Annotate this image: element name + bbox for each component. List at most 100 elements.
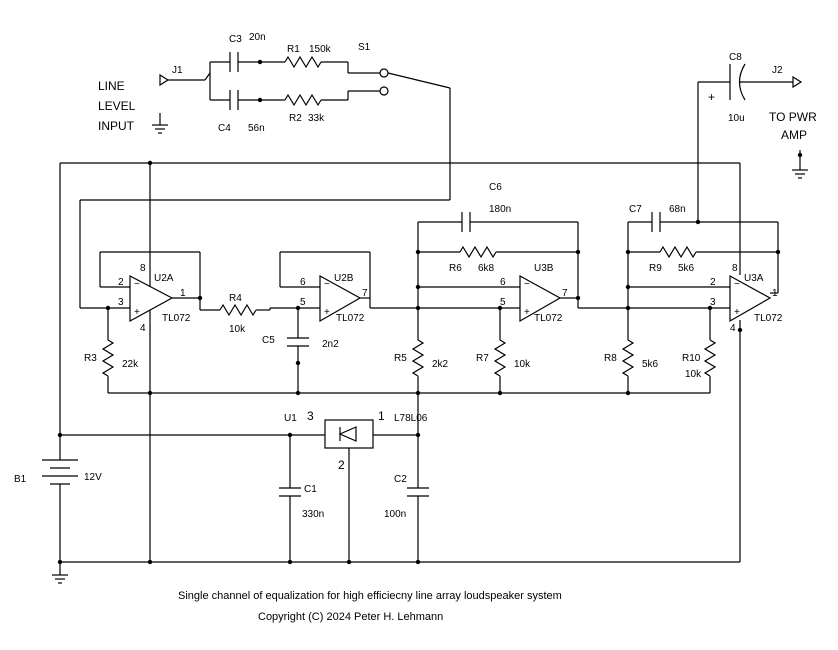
svg-text:+: + xyxy=(324,307,330,318)
label-r5-value: 2k2 xyxy=(432,359,449,370)
opamp-u3a: − + xyxy=(729,274,772,323)
label-c1: C1 xyxy=(304,484,317,495)
opamp-u2a: − + xyxy=(129,275,174,323)
capacitor-c7 xyxy=(651,212,661,232)
label-u1: U1 xyxy=(284,413,297,424)
label-c8: C8 xyxy=(729,52,742,63)
pin-u2a-2: 2 xyxy=(118,277,124,288)
label-amp: AMP xyxy=(781,128,807,142)
capacitor-c1 xyxy=(279,487,301,497)
label-r6: R6 xyxy=(449,263,462,274)
label-u2b-part: TL072 xyxy=(336,313,365,324)
label-r3-value: 22k xyxy=(122,359,139,370)
label-r1: R1 xyxy=(287,44,300,55)
resistor-r1 xyxy=(284,55,322,69)
label-input: INPUT xyxy=(98,119,135,133)
label-r2: R2 xyxy=(289,113,302,124)
svg-text:+: + xyxy=(134,307,140,318)
pin-u3a-3: 3 xyxy=(710,297,716,308)
pin-u2b-5: 5 xyxy=(300,297,306,308)
label-r10-value: 10k xyxy=(685,369,702,380)
svg-text:−: − xyxy=(734,279,740,290)
label-r4-value: 10k xyxy=(229,324,246,335)
resistor-r8 xyxy=(621,339,635,377)
label-c7: C7 xyxy=(629,204,642,215)
svg-text:+: + xyxy=(524,307,530,318)
label-r4: R4 xyxy=(229,293,242,304)
label-level: LEVEL xyxy=(98,99,136,113)
regulator-u1 xyxy=(324,419,374,449)
input-jack-j1 xyxy=(159,72,211,87)
label-c2: C2 xyxy=(394,474,407,485)
label-r9-value: 5k6 xyxy=(678,263,695,274)
label-c5-value: 2n2 xyxy=(322,339,339,350)
pin-u3b-7: 7 xyxy=(562,288,568,299)
label-r10: R10 xyxy=(682,353,701,364)
capacitor-c5 xyxy=(287,337,309,347)
pin-u3b-6: 6 xyxy=(500,277,506,288)
label-j2: J2 xyxy=(772,65,783,76)
label-b1: B1 xyxy=(14,474,27,485)
svg-text:+: + xyxy=(734,307,740,318)
pin-u3b-5: 5 xyxy=(500,297,506,308)
pin-u3a-1: 1 xyxy=(772,288,778,299)
label-s1: S1 xyxy=(358,42,371,53)
label-b1-value: 12V xyxy=(84,472,102,483)
pin-u3a-8: 8 xyxy=(732,263,738,274)
label-u3b-part: TL072 xyxy=(534,313,563,324)
resistor-r2 xyxy=(284,93,322,107)
resistor-r10 xyxy=(703,339,717,377)
pin-u3a-2: 2 xyxy=(710,277,716,288)
label-r1-value: 150k xyxy=(309,44,332,55)
label-c6: C6 xyxy=(489,182,502,193)
label-u2a: U2A xyxy=(154,273,174,284)
label-c4-value: 56n xyxy=(248,123,265,134)
label-u3a: U3A xyxy=(744,273,764,284)
label-u3b: U3B xyxy=(534,263,554,274)
svg-text:−: − xyxy=(134,279,140,290)
label-u2a-part: TL072 xyxy=(162,313,191,324)
capacitor-c6 xyxy=(461,212,471,232)
ground-symbol-main xyxy=(52,574,68,584)
capacitor-c4 xyxy=(229,90,239,110)
label-r2-value: 33k xyxy=(308,113,325,124)
pin-u3a-4: 4 xyxy=(730,323,736,334)
label-c8-value: 10u xyxy=(728,113,745,124)
capacitor-c3 xyxy=(229,52,239,72)
resistor-r9 xyxy=(659,245,697,259)
resistor-r6 xyxy=(459,245,497,259)
pin-u2b-6: 6 xyxy=(300,277,306,288)
resistor-r4 xyxy=(219,303,257,317)
capacitor-c2 xyxy=(407,487,429,497)
label-r8: R8 xyxy=(604,353,617,364)
resistor-r3 xyxy=(101,339,115,377)
pin-u2a-4: 4 xyxy=(140,323,146,334)
label-c3-value: 20n xyxy=(249,32,266,43)
label-r7: R7 xyxy=(476,353,489,364)
label-c7-value: 68n xyxy=(669,204,686,215)
svg-text:−: − xyxy=(324,279,330,290)
output-jack-j2 xyxy=(792,75,803,89)
label-c3: C3 xyxy=(229,34,242,45)
label-c4: C4 xyxy=(218,123,231,134)
label-u1-pin-1: 1 xyxy=(378,409,385,423)
label-line: LINE xyxy=(98,79,125,93)
battery-b1 xyxy=(42,459,78,485)
label-u1-pin-3: 3 xyxy=(307,409,314,423)
label-u3a-part: TL072 xyxy=(754,313,783,324)
pin-u2a-8: 8 xyxy=(140,263,146,274)
opamp-u2b: − + xyxy=(319,274,362,323)
label-c6-value: 180n xyxy=(489,204,511,215)
resistor-r5 xyxy=(411,339,425,377)
switch-s1 xyxy=(379,68,451,96)
label-c1-value: 330n xyxy=(302,509,324,520)
label-r6-value: 6k8 xyxy=(478,263,495,274)
label-u1-part: L78L06 xyxy=(394,413,428,424)
label-u1-pin-2: 2 xyxy=(338,458,345,472)
resistor-r7 xyxy=(493,339,507,377)
label-c2-value: 100n xyxy=(384,509,406,520)
label-r9: R9 xyxy=(649,263,662,274)
label-c8-plus: + xyxy=(708,90,715,104)
ground-symbol-input xyxy=(152,113,168,134)
